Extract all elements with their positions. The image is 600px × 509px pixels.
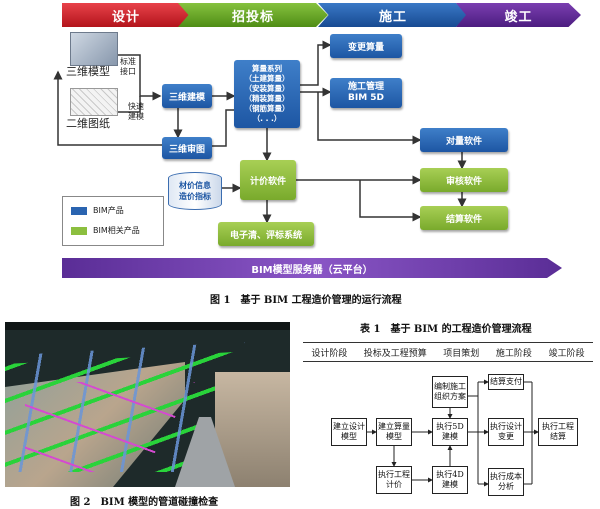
legend-green-swatch	[71, 227, 87, 235]
phase-construction: 施工	[318, 3, 468, 27]
material-db-label: 材价信息 造价指标	[179, 181, 211, 201]
audit-software-box: 审核软件	[420, 168, 508, 192]
phase-bidding: 招投标	[178, 3, 328, 27]
figure-2-caption: 图 2 BIM 模型的管道碰撞检查	[70, 497, 219, 508]
legend-blue-swatch	[71, 207, 87, 215]
building-3d-icon	[70, 32, 118, 66]
table-1-caption: 表 1 基于 BIM 的工程造价管理流程	[360, 324, 532, 335]
change-calc-box: 变更算量	[330, 34, 402, 58]
flow-calc-model: 建立算量 模型	[376, 418, 412, 446]
flow-final-settlement: 执行工程 结算	[538, 418, 578, 446]
flow-exec-pricing: 执行工程 计价	[376, 466, 412, 494]
table-header-cell: 施工阶段	[495, 348, 532, 359]
table-header-cell: 设计阶段	[311, 348, 348, 359]
construction-mgmt-box: 施工管理 BIM 5D	[330, 78, 402, 108]
pricing-software-box: 计价软件	[240, 160, 296, 200]
viewer-toolbar	[5, 322, 290, 330]
server-bar: BIM模型服务器（云平台）	[62, 258, 562, 278]
drawing-2d-icon	[70, 88, 118, 116]
figure-1-caption: 图 1 基于 BIM 工程造价管理的运行流程	[210, 295, 402, 306]
settlement-software-box: 结算软件	[420, 206, 508, 230]
phase-design: 设计	[62, 3, 190, 27]
drawing-2d-label: 二维图纸	[66, 117, 110, 130]
calc-series-box: 算量系列 （土建算量） （安装算量） （精装算量） （钢筋算量） （. . .）	[234, 60, 300, 128]
flow-exec-4d: 执行4D 建模	[432, 466, 468, 494]
fast-modeling-label: 快速 建模	[128, 102, 144, 121]
table-header: 设计阶段 投标及工程预算 项目策划 施工阶段 竣工阶段	[303, 342, 593, 362]
std-interface-label: 标准 接口	[120, 57, 136, 76]
phase-completion: 竣工	[456, 3, 581, 27]
pipe-collision-render	[5, 322, 290, 487]
flow-design-model: 建立设计 模型	[331, 418, 367, 446]
legend: BIM产品 BIM相关产品	[62, 196, 164, 246]
flow-cost-analysis: 执行成本 分析	[488, 468, 524, 496]
flow-design-change: 执行设计 变更	[488, 418, 524, 446]
flow-construction-plan: 编制施工 组织方案	[432, 376, 468, 408]
table-header-cell: 项目策划	[443, 348, 480, 359]
table-header-cell: 竣工阶段	[548, 348, 585, 359]
flow-exec-5d: 执行5D 建模	[432, 418, 468, 446]
model-3d-label: 三维模型	[66, 65, 110, 78]
flow-connectors	[53, 40, 467, 224]
review-box: 三维审图	[162, 137, 212, 159]
material-db-cylinder: 材价信息 造价指标	[168, 172, 222, 210]
server-bar-label: BIM模型服务器（云平台）	[251, 264, 373, 276]
legend-bim-related: BIM相关产品	[93, 226, 140, 235]
modeling-box: 三维建模	[162, 84, 212, 108]
quantity-software-box: 对量软件	[420, 128, 508, 152]
e-bid-system-box: 电子清、评标系统	[218, 222, 314, 246]
legend-bim-product: BIM产品	[93, 206, 124, 215]
flow-settle-payment: 结算支付	[488, 374, 524, 390]
table-header-cell: 投标及工程预算	[363, 348, 427, 359]
